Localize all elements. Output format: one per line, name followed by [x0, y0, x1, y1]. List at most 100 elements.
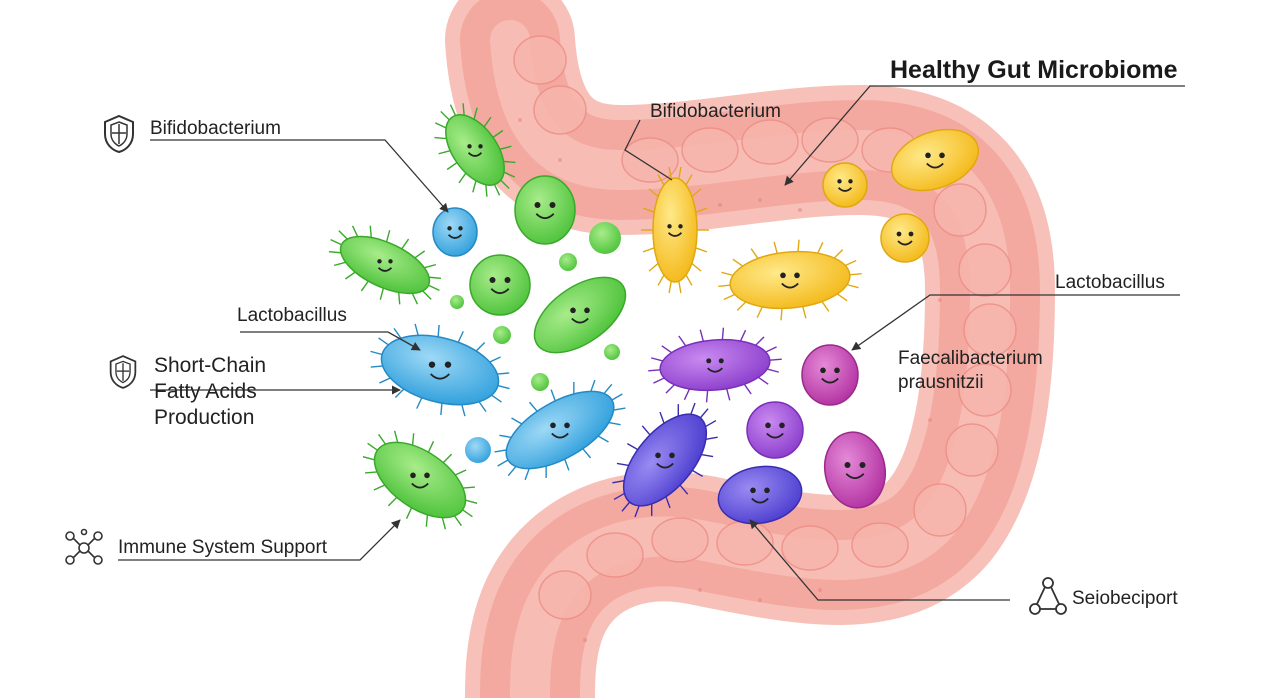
cilium — [503, 171, 516, 178]
cilium — [425, 514, 429, 527]
bacterium-body — [533, 276, 627, 354]
cilium — [695, 247, 708, 253]
cilium — [765, 346, 777, 353]
cilium — [328, 251, 342, 254]
bacterium-face — [467, 144, 483, 157]
cilium — [441, 517, 447, 530]
bacterium — [823, 431, 887, 509]
cilium — [564, 458, 570, 471]
cilium — [524, 468, 530, 481]
cilium — [641, 425, 651, 436]
cilium — [489, 356, 501, 363]
cilium — [428, 276, 442, 279]
cilium — [511, 417, 523, 425]
cilium — [333, 261, 346, 267]
cilium — [453, 515, 462, 527]
cilium — [642, 207, 655, 213]
cilium — [411, 293, 419, 305]
cilium — [739, 329, 747, 342]
cilium — [369, 225, 372, 238]
bacterium — [890, 128, 980, 192]
leader-lines — [118, 85, 1185, 601]
cilium — [603, 383, 613, 394]
bacterium-body — [890, 128, 980, 192]
cilium — [845, 259, 857, 267]
cilium — [699, 329, 705, 342]
bacterium — [533, 276, 627, 354]
cilium — [743, 383, 752, 395]
bacterium — [648, 327, 782, 403]
cilium — [690, 402, 696, 415]
bacterium-body — [622, 413, 708, 507]
cilium — [612, 480, 625, 484]
cilium — [362, 456, 375, 461]
cilium — [678, 281, 682, 294]
cilium — [657, 174, 665, 186]
cilium — [461, 404, 466, 417]
cilium — [769, 358, 782, 361]
cilium — [478, 401, 487, 412]
cilium — [379, 377, 391, 384]
bacterium-body — [469, 254, 531, 316]
bacterium-face — [534, 202, 556, 220]
bacterium-body — [822, 162, 868, 208]
bacterium-body — [505, 390, 615, 470]
bacterium-face — [655, 452, 675, 469]
bacterium-face — [765, 422, 785, 439]
cilium — [608, 421, 621, 426]
cilium — [721, 327, 725, 340]
bacterium-body — [652, 177, 698, 283]
cilium — [428, 284, 440, 291]
bacterium — [822, 162, 868, 208]
cilium — [338, 230, 348, 240]
bacterium-face — [820, 367, 840, 384]
cilium — [387, 496, 398, 507]
network-icon — [65, 528, 103, 565]
bacterium — [370, 323, 510, 417]
cilium — [440, 110, 450, 121]
label-immune-system-support: Immune System Support — [118, 537, 328, 558]
cilium — [492, 129, 504, 138]
bacterium-face — [750, 487, 770, 504]
cilium — [373, 484, 386, 491]
cilium — [657, 274, 665, 286]
cilium — [648, 369, 661, 372]
cilium — [398, 292, 401, 305]
bacteria-group — [328, 103, 980, 530]
cilium — [634, 505, 640, 518]
cilium — [434, 136, 447, 140]
cilium — [755, 336, 765, 346]
cilium — [590, 379, 596, 392]
cilium — [497, 372, 510, 375]
bacterium-face — [570, 307, 590, 324]
label-seiobeciport: Seiobeciport — [1072, 588, 1178, 609]
bacterium-face — [489, 277, 511, 295]
bacterium — [514, 175, 576, 245]
cilium — [330, 239, 342, 246]
bacterium-body — [373, 441, 467, 519]
cilium — [393, 328, 402, 339]
cilium — [651, 503, 653, 516]
bacterium-body — [514, 175, 576, 245]
cilium — [485, 184, 488, 197]
bacterium — [880, 213, 930, 263]
bacterium-face — [447, 226, 463, 239]
bacterium — [328, 225, 442, 305]
bacterium-body — [339, 235, 431, 295]
cilium — [370, 365, 383, 368]
cilium — [757, 376, 769, 385]
bacterium — [746, 401, 804, 459]
cilium — [849, 273, 862, 276]
label-scfa-line1: Short-Chain — [154, 354, 267, 377]
label-bifidobacterium-top: Bifidobacterium — [650, 101, 781, 122]
label-scfa-line2: Fatty Acids — [154, 380, 257, 403]
cilium — [427, 441, 435, 453]
metabolite-sphere — [465, 437, 491, 463]
cilium — [411, 433, 415, 446]
label-lactobacillus-left: Lactobacillus — [237, 305, 347, 326]
cilium — [550, 389, 556, 402]
label-faecalibacterium-line2: prausnitzii — [898, 372, 984, 393]
label-faecalibacterium-line1: Faecalibacterium — [898, 348, 1043, 369]
cilium — [678, 335, 687, 347]
cilium — [648, 188, 659, 198]
